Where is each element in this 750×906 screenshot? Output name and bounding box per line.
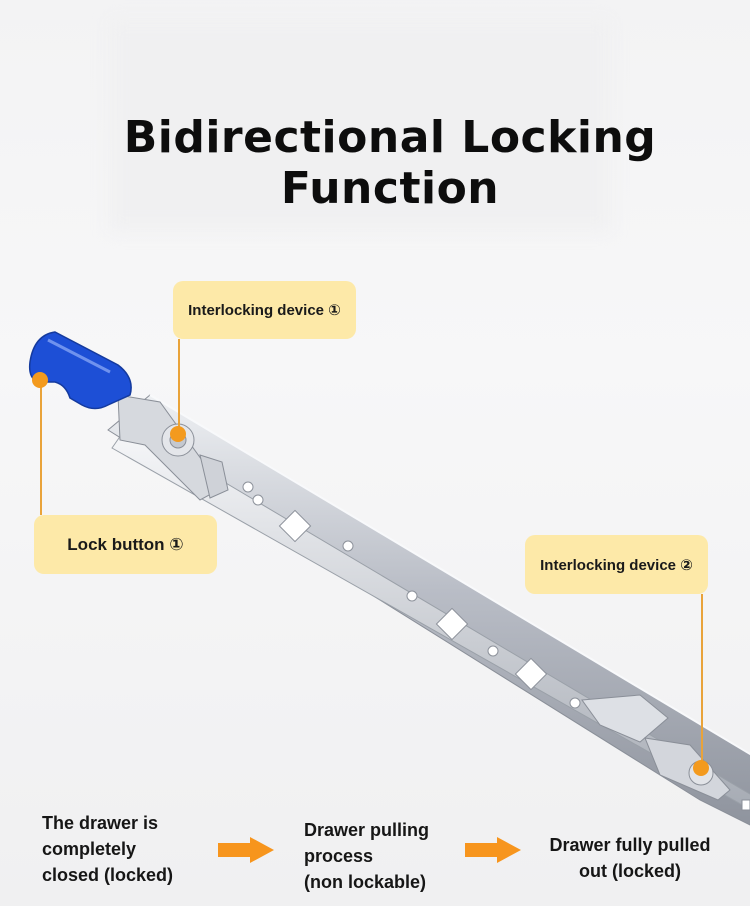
- leader-line-interlocking-2: [701, 594, 703, 762]
- callout-interlocking-device-1: Interlocking device ①: [173, 281, 356, 339]
- step-closed-locked: The drawer is completely closed (locked): [42, 813, 174, 885]
- callout-interlocking-device-2: Interlocking device ②: [525, 535, 708, 594]
- rail-hole: [252, 494, 264, 506]
- rail-slot: [514, 657, 548, 691]
- marker-dot-lock-button: [32, 372, 48, 388]
- right-arrow-icon: [465, 837, 521, 863]
- leader-line-lock-button: [40, 382, 42, 515]
- step-pulling-process: Drawer pulling process (non lockable): [304, 820, 430, 892]
- right-arrow-icon: [218, 837, 274, 863]
- callout-lock-button: Lock button ①: [34, 515, 217, 574]
- interlock-latch-2: [581, 694, 669, 743]
- rail-slot: [435, 607, 469, 641]
- marker-dot-interlocking-1: [170, 426, 186, 442]
- rail-slot: [278, 509, 312, 543]
- rail-hole: [487, 645, 499, 657]
- lock-button: [28, 331, 132, 410]
- rail-hole: [342, 540, 354, 552]
- marker-dot-interlocking-2: [693, 760, 709, 776]
- rail-hole: [406, 590, 418, 602]
- rail-hole: [569, 697, 581, 709]
- step-fully-pulled-locked: Drawer fully pulled out (locked): [549, 835, 711, 881]
- page-title: Bidirectional Locking Function: [123, 112, 657, 214]
- leader-line-interlocking-1: [178, 339, 180, 431]
- rail-hole: [242, 481, 254, 493]
- title-backdrop: [110, 20, 610, 230]
